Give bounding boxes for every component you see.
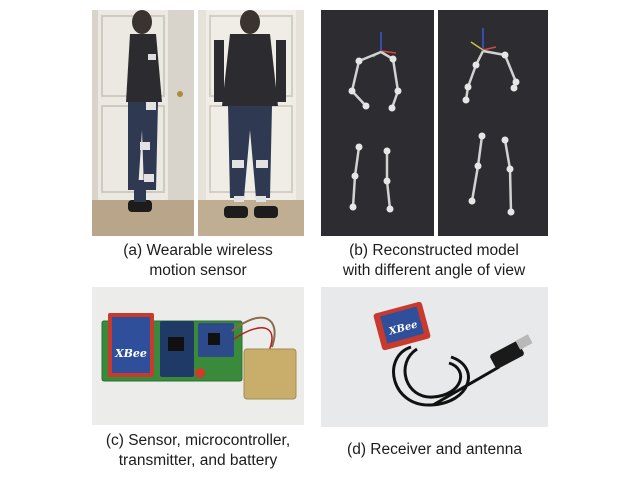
caption-b: (b) Reconstructed model with different a… [316,241,552,281]
caption-a-line-1: (a) Wearable wireless [123,242,273,259]
caption-c-line-1: (c) Sensor, microcontroller, [105,432,291,449]
caption-d-line-1: (d) Receiver and antenna [347,441,522,458]
caption-a-line-2: motion sensor [149,262,247,279]
caption-d: (d) Receiver and antenna [321,440,548,460]
caption-c: (c) Sensor, microcontroller, transmitter… [92,431,304,471]
caption-a: (a) Wearable wireless motion sensor [92,241,304,281]
xbee-logo-left: XBee [114,347,147,360]
photo-wearable-sensor-side [92,10,194,236]
photo-receiver-and-antenna: XBee [321,287,548,427]
caption-b-line-2: with different angle of view [342,262,526,279]
photo-sensor-board-and-battery: XBee [92,287,304,425]
photo-wearable-sensor-front [198,10,304,236]
caption-b-line-1: (b) Reconstructed model [349,242,519,259]
skeleton-model-view-2 [438,10,548,236]
caption-c-line-2: transmitter, and battery [118,452,278,469]
skeleton-model-view-1 [321,10,434,236]
